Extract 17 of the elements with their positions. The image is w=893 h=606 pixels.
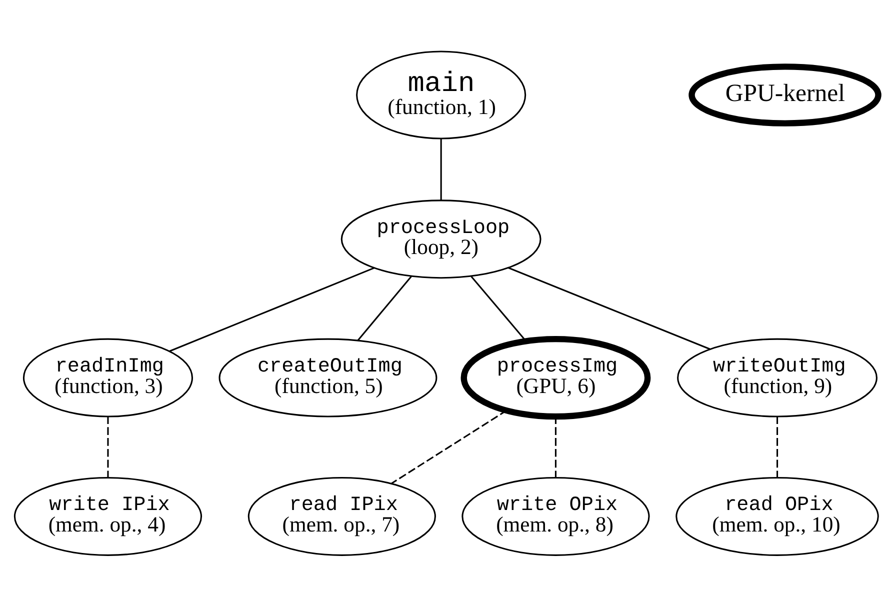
node-ellipse: createOutImg (function, 5): [218, 338, 438, 418]
connector: [508, 266, 710, 350]
node-ellipse: write IPix (mem. op., 4): [14, 476, 202, 556]
connector: [107, 416, 109, 478]
node-ellipse: write OPix (mem. op., 8): [462, 476, 650, 556]
node-ellipse: processImg (GPU, 6): [460, 336, 651, 420]
node-ellipse: readInImg (function, 3): [22, 338, 194, 418]
node-ellipse: main (function, 1): [356, 50, 526, 140]
connector: [440, 138, 442, 201]
connector: [356, 276, 412, 342]
node-ellipse: writeOutImg (function, 9): [677, 338, 878, 418]
node-ellipse: read IPix (mem. op., 7): [248, 476, 436, 556]
node-ellipse: read OPix (mem. op., 10): [676, 476, 879, 556]
connector: [169, 267, 375, 352]
connector: [776, 416, 778, 478]
node-ellipse: processLoop (loop, 2): [340, 200, 542, 279]
node-ellipse: GPU-kernel: [688, 64, 882, 126]
